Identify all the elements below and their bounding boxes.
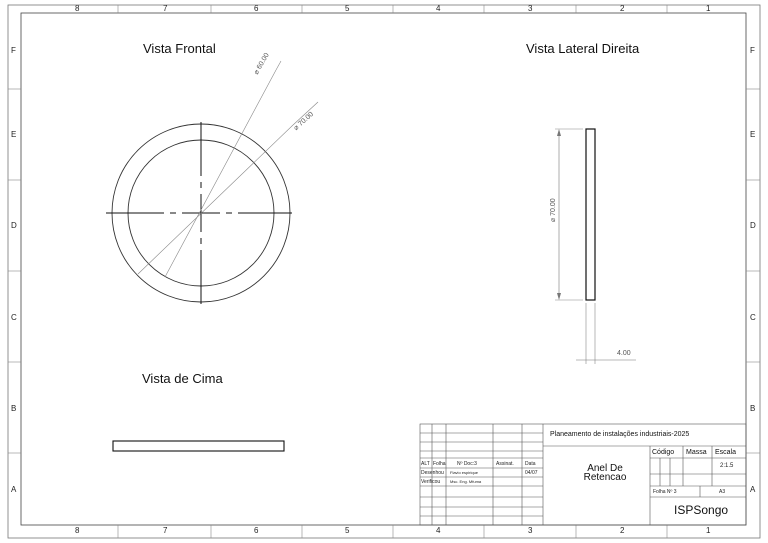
zone-col-top-8: 8 xyxy=(75,4,80,13)
center-lines xyxy=(106,122,292,304)
zone-col-bottom-6: 6 xyxy=(254,526,259,535)
tb-escala: Escala xyxy=(715,449,737,456)
tb-date: 04/07 xyxy=(525,470,538,476)
tb-paper-size: A3 xyxy=(719,489,726,495)
zone-ticks xyxy=(8,5,760,538)
zone-col-top-2: 2 xyxy=(620,4,625,13)
zone-row-left-D: D xyxy=(11,221,17,230)
zone-col-bottom-1: 1 xyxy=(706,526,711,535)
zone-row-left-A: A xyxy=(11,485,17,494)
zone-col-bottom-7: 7 xyxy=(163,526,168,535)
zone-col-top-6: 6 xyxy=(254,4,259,13)
zone-col-top-5: 5 xyxy=(345,4,350,13)
zone-row-left-F: F xyxy=(11,46,16,55)
outer-border xyxy=(7,4,761,539)
tb-designer-name: Flavio espirique xyxy=(450,470,479,475)
zone-row-right-B: B xyxy=(750,404,756,413)
zone-row-left-C: C xyxy=(11,313,17,322)
tb-project: Planeamento de instalações industriais-2… xyxy=(550,431,690,438)
tb-checker-label: Verificou xyxy=(421,479,441,485)
side-view xyxy=(555,128,636,364)
zone-col-top-3: 3 xyxy=(528,4,533,13)
zone-row-right-E: E xyxy=(750,130,756,139)
top-view-title: Vista de Cima xyxy=(142,371,223,386)
inner-border xyxy=(20,12,747,526)
zone-col-bottom-2: 2 xyxy=(620,526,625,535)
zone-col-bottom-8: 8 xyxy=(75,526,80,535)
front-view-title: Vista Frontal xyxy=(143,41,216,56)
side-height-dim: ⌀ 70.00 xyxy=(550,198,557,222)
tb-folha: Folha xyxy=(433,461,446,467)
side-profile xyxy=(585,128,596,301)
outer-diameter-leader xyxy=(137,124,294,275)
zone-col-bottom-3: 3 xyxy=(528,526,533,535)
zone-row-right-A: A xyxy=(750,485,756,494)
zone-row-right-D: D xyxy=(750,221,756,230)
title-block xyxy=(419,423,747,526)
tb-codigo: Código xyxy=(652,449,675,456)
tb-ndoc: Nº Doc:3 xyxy=(457,461,477,467)
tb-sheet-label: Folha Nº 3 xyxy=(653,489,677,495)
tb-alt: ALT xyxy=(421,461,430,467)
top-view-profile xyxy=(112,440,285,452)
tb-data: Data xyxy=(525,461,536,467)
zone-col-top-1: 1 xyxy=(706,4,711,13)
zone-col-top-4: 4 xyxy=(436,4,441,13)
inner-diameter-leader xyxy=(164,69,277,278)
tb-part-name: Anel De Retencao xyxy=(583,463,627,483)
tb-designer-label: Desenhou xyxy=(421,470,444,476)
zone-col-bottom-4: 4 xyxy=(436,526,441,535)
front-view xyxy=(106,60,319,304)
zone-row-right-F: F xyxy=(750,46,755,55)
zone-row-left-B: B xyxy=(11,404,17,413)
tb-institution: ISPSongo xyxy=(674,503,729,517)
tb-checker-name: Msc. Eng. Mfuma xyxy=(450,479,482,484)
tb-massa: Massa xyxy=(686,449,707,456)
zone-row-left-E: E xyxy=(11,130,17,139)
zone-row-right-C: C xyxy=(750,313,756,322)
zone-col-bottom-5: 5 xyxy=(345,526,350,535)
thickness-dim: 4.00 xyxy=(617,350,631,357)
side-view-title: Vista Lateral Direita xyxy=(526,41,640,56)
tb-scale-value: 2:1.5 xyxy=(720,463,734,469)
tb-assinat: Assinat. xyxy=(496,461,514,467)
zone-col-top-7: 7 xyxy=(163,4,168,13)
